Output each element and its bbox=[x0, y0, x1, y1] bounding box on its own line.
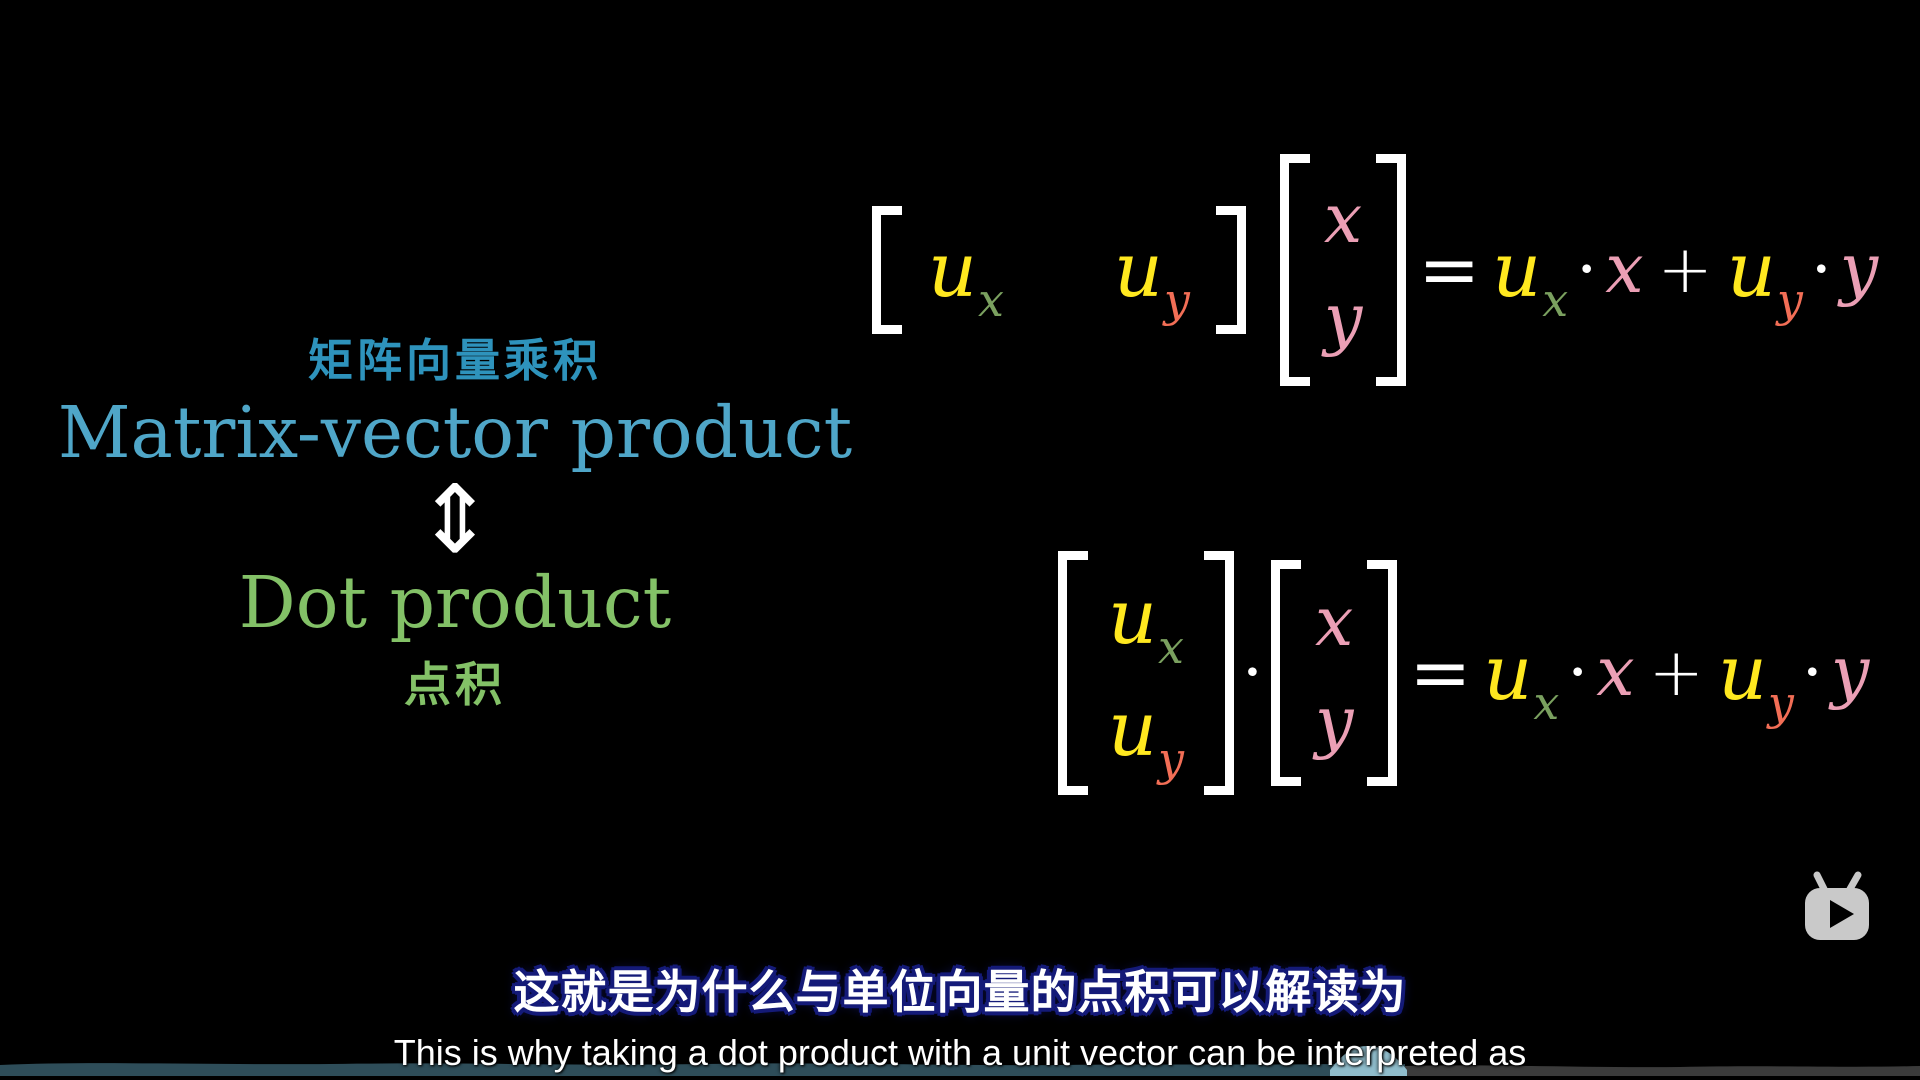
bracket-right bbox=[1215, 206, 1246, 334]
u-x-term: ux bbox=[1483, 628, 1560, 730]
x-term: x bbox=[1605, 230, 1644, 309]
xy-column-vector: x y bbox=[1279, 154, 1407, 386]
matrix-vector-equation: ux uy x y = ux · x + uy · y bbox=[872, 150, 1878, 390]
x-entry: x bbox=[1314, 583, 1354, 662]
row-matrix: ux uy bbox=[872, 206, 1246, 334]
bracket-right bbox=[1376, 154, 1407, 386]
u-column-vector: ux uy bbox=[1058, 551, 1234, 795]
dot-product-equation: ux uy · x y = ux · x + uy · y bbox=[1058, 548, 1869, 798]
dot-operator: · bbox=[1801, 634, 1823, 711]
u-y-entry: uy bbox=[1108, 684, 1184, 786]
bracket-left bbox=[872, 206, 902, 334]
plus-sign: + bbox=[1648, 634, 1704, 711]
plus-sign: + bbox=[1657, 231, 1713, 308]
subtitle-english: This is why taking a dot product with a … bbox=[393, 1032, 1527, 1073]
dot-operator: · bbox=[1576, 231, 1598, 308]
x-subscript: x bbox=[1533, 676, 1560, 730]
y-term: y bbox=[1830, 633, 1870, 712]
bracket-right bbox=[1367, 560, 1398, 786]
u-y-term: uy bbox=[1726, 225, 1803, 327]
bracket-right bbox=[1203, 551, 1234, 795]
y-term: y bbox=[1839, 230, 1879, 309]
u-y-entry: uy bbox=[1113, 225, 1190, 327]
bracket-left bbox=[1279, 154, 1310, 386]
video-progress-bar[interactable] bbox=[0, 1040, 1920, 1080]
y-entry: y bbox=[1314, 683, 1354, 762]
equals-sign: = bbox=[1418, 227, 1481, 313]
y-entry: y bbox=[1323, 280, 1363, 359]
u-x-entry: ux bbox=[1108, 572, 1184, 674]
progress-played bbox=[0, 1063, 1405, 1080]
xy-column-vector: x y bbox=[1270, 560, 1398, 786]
dot-product-label-cn: 点积 bbox=[404, 658, 506, 714]
x-subscript: x bbox=[1157, 620, 1184, 674]
updown-double-arrow-icon: ⇕ bbox=[415, 466, 495, 576]
bilibili-tv-icon bbox=[1805, 871, 1869, 940]
subtitle-chinese: 这就是为什么与单位向量的点积可以解读为 bbox=[513, 966, 1407, 1018]
expansion-ux-x-plus-uy-y: ux · x + uy · y bbox=[1492, 225, 1879, 327]
y-subscript: y bbox=[1163, 273, 1190, 327]
expansion-ux-x-plus-uy-y: ux · x + uy · y bbox=[1483, 628, 1870, 730]
u-x-term: ux bbox=[1492, 225, 1569, 327]
u-y-term: uy bbox=[1717, 628, 1794, 730]
y-subscript: y bbox=[1157, 732, 1184, 786]
dot-operator: · bbox=[1567, 634, 1589, 711]
x-subscript: x bbox=[1542, 273, 1569, 327]
y-subscript: y bbox=[1767, 676, 1794, 730]
x-entry: x bbox=[1323, 180, 1363, 259]
progress-highlight bbox=[1330, 1046, 1407, 1076]
dot-product-label-en: Dot product bbox=[238, 561, 672, 645]
matrix-vector-product-label-en: Matrix-vector product bbox=[57, 390, 853, 474]
bracket-left bbox=[1058, 551, 1088, 795]
concept-panel: 矩阵向量乘积 Matrix-vector product ⇕ Dot produ… bbox=[50, 336, 860, 715]
x-subscript: x bbox=[977, 273, 1004, 327]
x-term: x bbox=[1596, 633, 1635, 712]
y-subscript: y bbox=[1776, 273, 1803, 327]
bracket-left bbox=[1270, 560, 1301, 786]
dot-operator: · bbox=[1810, 231, 1832, 308]
u-x-entry: ux bbox=[928, 225, 1004, 327]
equals-sign: = bbox=[1409, 630, 1472, 716]
matrix-vector-product-label-cn: 矩阵向量乘积 bbox=[307, 334, 602, 387]
dot-operator: · bbox=[1241, 634, 1263, 711]
